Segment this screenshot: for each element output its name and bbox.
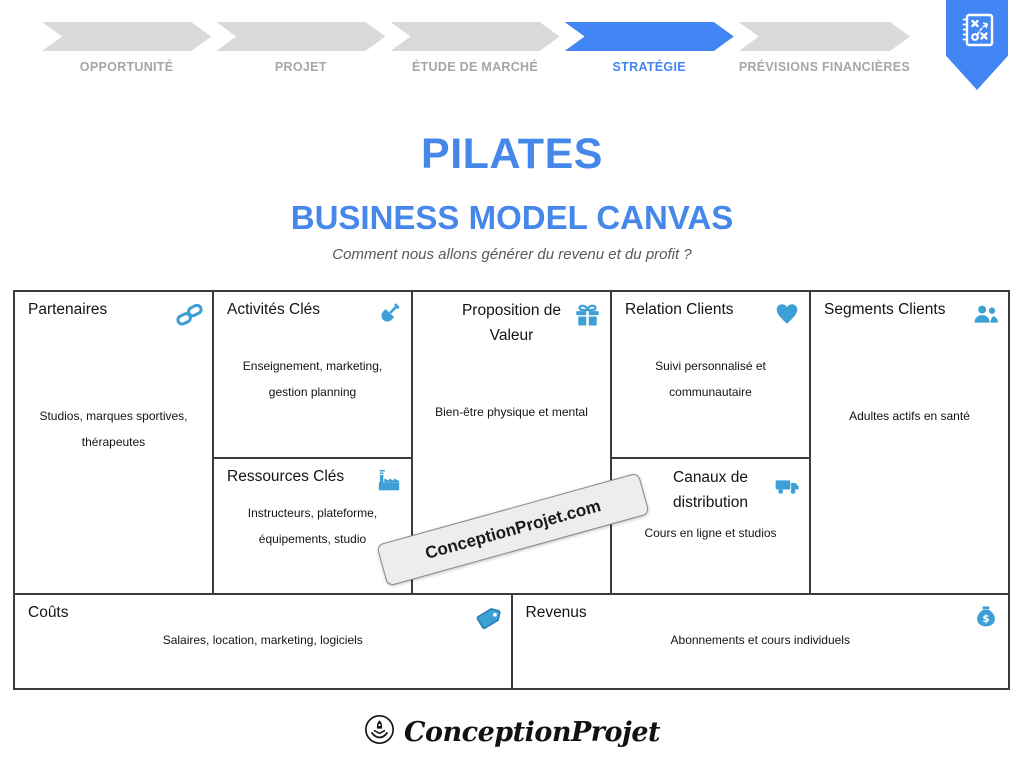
cell-title: Revenus	[525, 604, 587, 621]
nav-step-previsions-financieres[interactable]: PRÉVISIONS FINANCIÈRES	[738, 22, 911, 74]
factory-icon	[376, 468, 402, 499]
business-model-canvas: Partenaires Studios, marques sportives, …	[13, 290, 1010, 690]
chevron-arrow	[216, 22, 385, 51]
cell-body: Bien-être physique et mental	[435, 405, 588, 419]
process-nav: OPPORTUNITÉ PROJET ÉTUDE DE MARCHÉ STRAT…	[42, 22, 910, 74]
cell-body: Adultes actifs en santé	[849, 409, 970, 423]
cell-body: Suivi personnalisé et communautaire	[655, 359, 766, 399]
page-subtitle: BUSINESS MODEL CANVAS	[290, 199, 734, 236]
page-tagline: Comment nous allons générer du revenu et…	[332, 246, 692, 263]
cell-body: Abonnements et cours individuels	[670, 633, 850, 647]
strategy-bookmark	[946, 0, 1008, 90]
cell-canaux-de-distribution: Canaux de distribution Cours en ligne et…	[612, 459, 809, 593]
chain-link-icon	[176, 301, 203, 333]
page-title: PILATES	[421, 130, 603, 178]
cell-body: Enseignement, marketing, gestion plannin…	[242, 359, 383, 399]
cell-title: Canaux de distribution	[673, 469, 748, 511]
nav-step-label: PRÉVISIONS FINANCIÈRES	[738, 60, 911, 74]
gift-icon	[574, 301, 601, 333]
chevron-arrow	[42, 22, 211, 51]
cell-body: Salaires, location, marketing, logiciels	[162, 633, 363, 647]
cell-title: Partenaires	[28, 301, 108, 318]
money-bag-icon: $	[973, 604, 999, 635]
cell-title: Ressources Clés	[227, 468, 345, 485]
cell-body: Studios, marques sportives, thérapeutes	[39, 409, 188, 449]
nav-step-projet[interactable]: PROJET	[216, 22, 385, 74]
chevron-arrow	[390, 22, 559, 51]
brand-name: ConceptionProjet	[404, 716, 660, 748]
cell-title: Relation Clients	[625, 301, 734, 318]
truck-icon	[774, 473, 800, 504]
footer-brand: ConceptionProjet	[0, 714, 1024, 750]
users-icon	[972, 301, 999, 333]
cell-body: Instructeurs, plateforme, équipements, s…	[247, 506, 378, 546]
nav-step-label: ÉTUDE DE MARCHÉ	[411, 60, 539, 74]
chevron-arrow	[739, 22, 910, 51]
svg-text:$: $	[982, 613, 989, 625]
price-tag-icon	[475, 604, 502, 636]
nav-step-label: STRATÉGIE	[612, 60, 686, 74]
nav-step-label: OPPORTUNITÉ	[79, 60, 174, 74]
heart-icon	[774, 301, 800, 332]
chevron-arrow	[565, 22, 734, 51]
nav-step-opportunite[interactable]: OPPORTUNITÉ	[42, 22, 211, 74]
cell-couts: Coûts Salaires, location, marketing, log…	[15, 595, 511, 688]
cell-partenaires: Partenaires Studios, marques sportives, …	[15, 292, 212, 593]
nav-step-label: PROJET	[274, 60, 327, 74]
nav-step-etude-de-marche[interactable]: ÉTUDE DE MARCHÉ	[390, 22, 559, 74]
cell-title: Proposition de Valeur	[461, 302, 562, 344]
nav-step-strategie[interactable]: STRATÉGIE	[565, 22, 734, 74]
cell-title: Coûts	[28, 604, 69, 621]
strategy-playbook-icon	[958, 11, 996, 54]
cell-body: Cours en ligne et studios	[644, 526, 777, 540]
cell-revenus: Revenus $ Abonnements et cours individue…	[512, 595, 1008, 688]
cell-ressources-cles: Ressources Clés Instructeurs, plateforme…	[214, 459, 411, 593]
cell-activites-cles: Activités Clés Enseignement, marketing, …	[214, 292, 411, 457]
cell-relation-clients: Relation Clients Suivi personnalisé et c…	[612, 292, 809, 457]
cell-title: Activités Clés	[227, 301, 321, 318]
cell-title: Segments Clients	[824, 301, 946, 318]
cell-segments-clients: Segments Clients Adultes actifs en santé	[811, 292, 1008, 593]
hand-rocket-icon	[364, 714, 395, 750]
shovel-icon	[376, 301, 402, 332]
